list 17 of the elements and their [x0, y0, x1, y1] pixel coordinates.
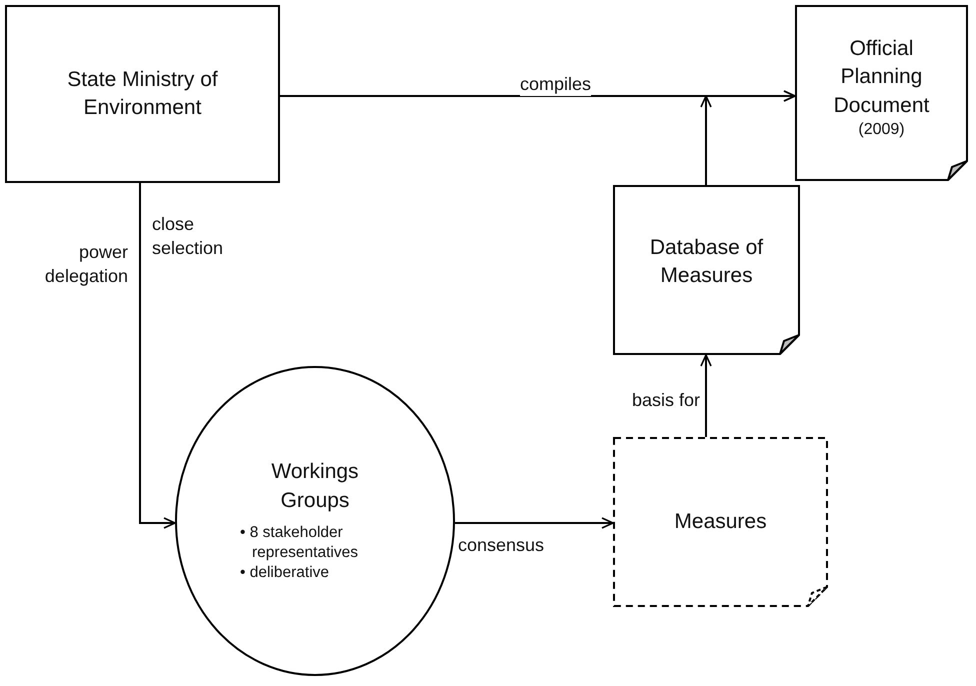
arrow [700, 90, 795, 185]
process-box [5, 5, 280, 183]
bullet-item: • deliberative [240, 563, 330, 584]
arrow [139, 183, 176, 529]
node-title: Measures [674, 508, 767, 535]
arrow [455, 517, 614, 529]
arrow [700, 354, 712, 437]
node-title: Database of Measures [648, 234, 764, 289]
node-title: Official Planning Document [832, 36, 930, 119]
node-title: Workings Groups [270, 459, 360, 514]
group-ellipse [175, 366, 455, 676]
node-title: State Ministry of Environment [66, 66, 219, 121]
node-subtitle: (2009) [858, 120, 905, 140]
document-box [613, 437, 828, 607]
bullet-item: • 8 stakeholder representatives [240, 523, 359, 564]
document-box [795, 5, 968, 181]
document-box [613, 185, 800, 355]
